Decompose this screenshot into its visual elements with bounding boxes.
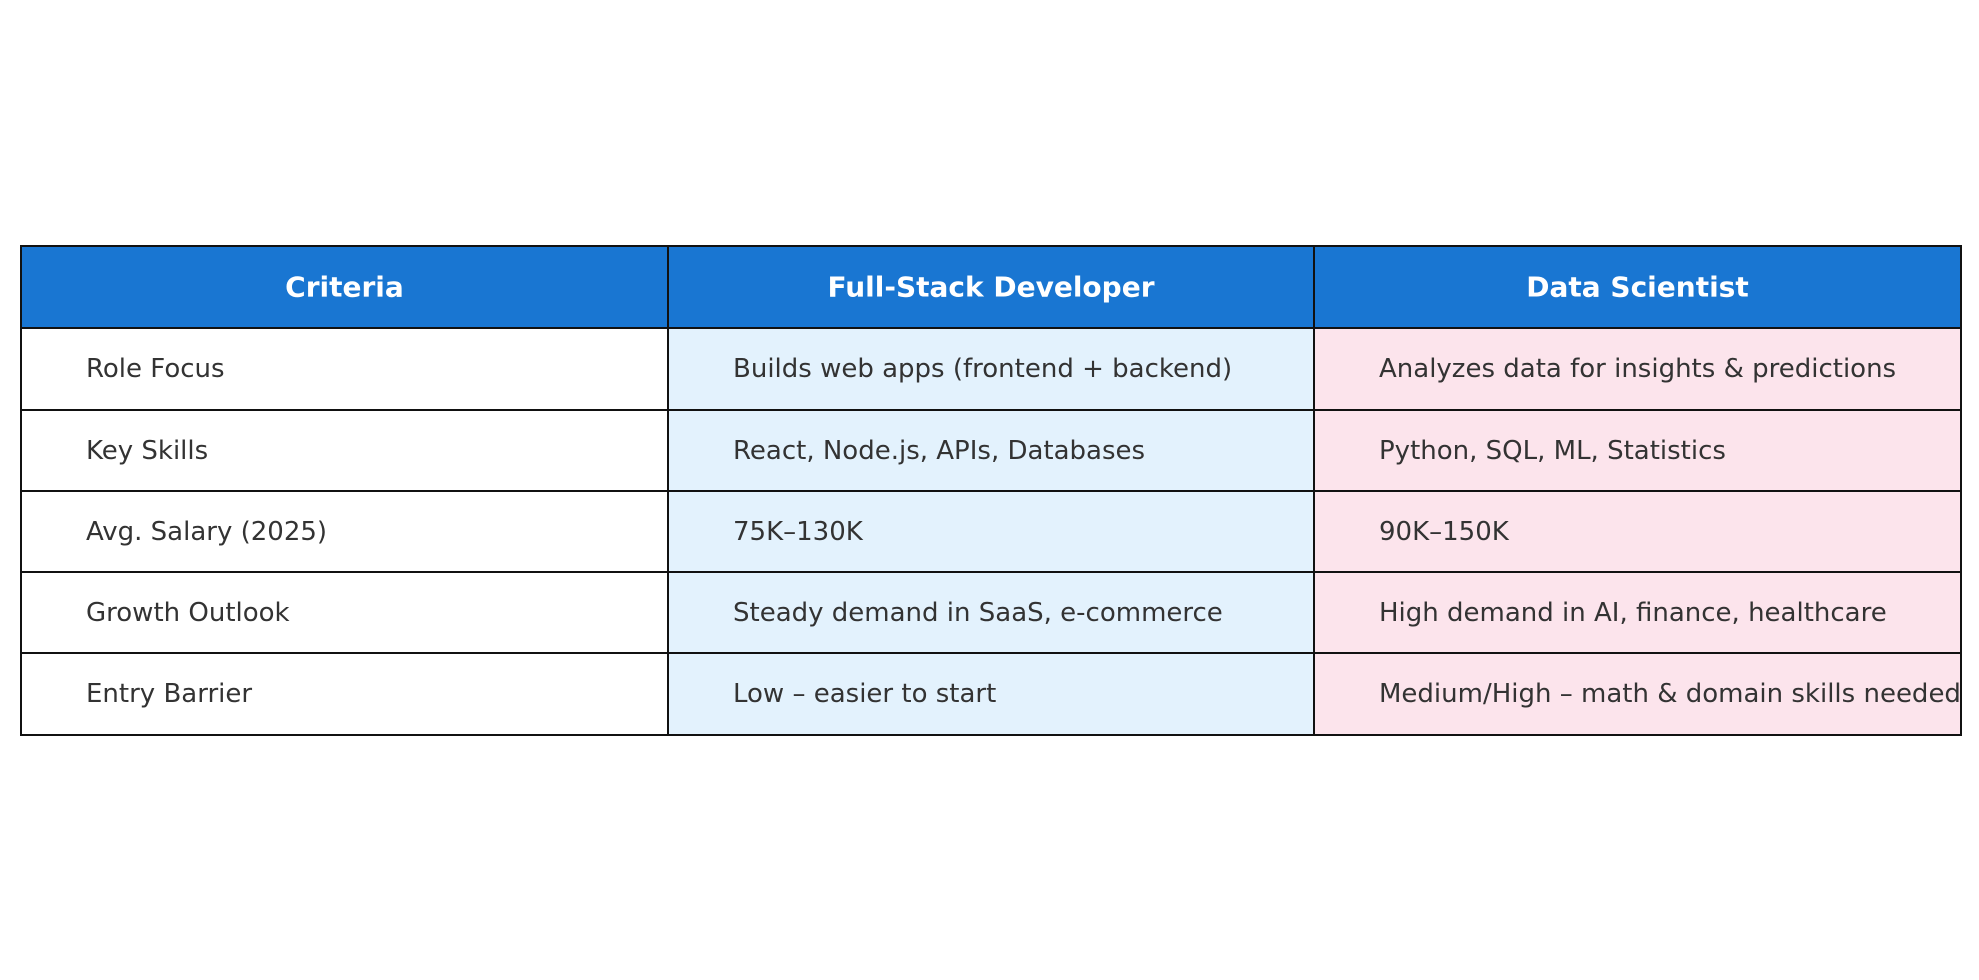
cell-text: High demand in AI, finance, healthcare bbox=[1379, 597, 1887, 628]
cell-text: Low – easier to start bbox=[733, 679, 997, 709]
cell-text: 75K–130K bbox=[733, 516, 863, 547]
cell-text: 90K–150K bbox=[1379, 516, 1509, 547]
header-cell-2: Full-Stack Developer bbox=[667, 245, 1315, 329]
cell-text: Analyzes data for insights & predictions bbox=[1379, 354, 1897, 384]
table-cell-r5-c3: High demand in AI, finance, healthcare bbox=[1313, 571, 1962, 654]
cell-text: Role Focus bbox=[86, 354, 225, 384]
table-cell-r5-c1: Growth Outlook bbox=[20, 571, 669, 654]
table-cell-r2-c3: Analyzes data for insights & predictions bbox=[1313, 327, 1962, 411]
table-cell-r5-c2: Steady demand in SaaS, e-commerce bbox=[667, 571, 1315, 654]
table-cell-r3-c1: Key Skills bbox=[20, 409, 669, 492]
cell-text: Python, SQL, ML, Statistics bbox=[1379, 435, 1726, 466]
header-label: Full-Stack Developer bbox=[827, 270, 1155, 304]
table-cell-r4-c1: Avg. Salary (2025) bbox=[20, 490, 669, 573]
table-cell-r4-c3: 90K–150K bbox=[1313, 490, 1962, 573]
header-label: Data Scientist bbox=[1526, 270, 1749, 304]
cell-text: Avg. Salary (2025) bbox=[86, 516, 328, 547]
cell-text: Growth Outlook bbox=[86, 597, 290, 628]
cell-text: Builds web apps (frontend + backend) bbox=[733, 354, 1233, 384]
table-cell-r6-c1: Entry Barrier bbox=[20, 652, 669, 736]
table-cell-r2-c1: Role Focus bbox=[20, 327, 669, 411]
cell-text: React, Node.js, APIs, Databases bbox=[733, 435, 1146, 466]
table-cell-r3-c2: React, Node.js, APIs, Databases bbox=[667, 409, 1315, 492]
cell-text: Key Skills bbox=[86, 435, 209, 466]
header-label: Criteria bbox=[285, 270, 404, 304]
table-cell-r3-c3: Python, SQL, ML, Statistics bbox=[1313, 409, 1962, 492]
table-cell-r2-c2: Builds web apps (frontend + backend) bbox=[667, 327, 1315, 411]
table-cell-r6-c3: Medium/High – math & domain skills neede… bbox=[1313, 652, 1962, 736]
header-cell-1: Criteria bbox=[20, 245, 669, 329]
cell-text: Entry Barrier bbox=[86, 679, 253, 709]
cell-text: Medium/High – math & domain skills neede… bbox=[1379, 679, 1961, 709]
cell-text: Steady demand in SaaS, e-commerce bbox=[733, 597, 1223, 628]
table-cell-r6-c2: Low – easier to start bbox=[667, 652, 1315, 736]
table-cell-r4-c2: 75K–130K bbox=[667, 490, 1315, 573]
header-cell-3: Data Scientist bbox=[1313, 245, 1962, 329]
